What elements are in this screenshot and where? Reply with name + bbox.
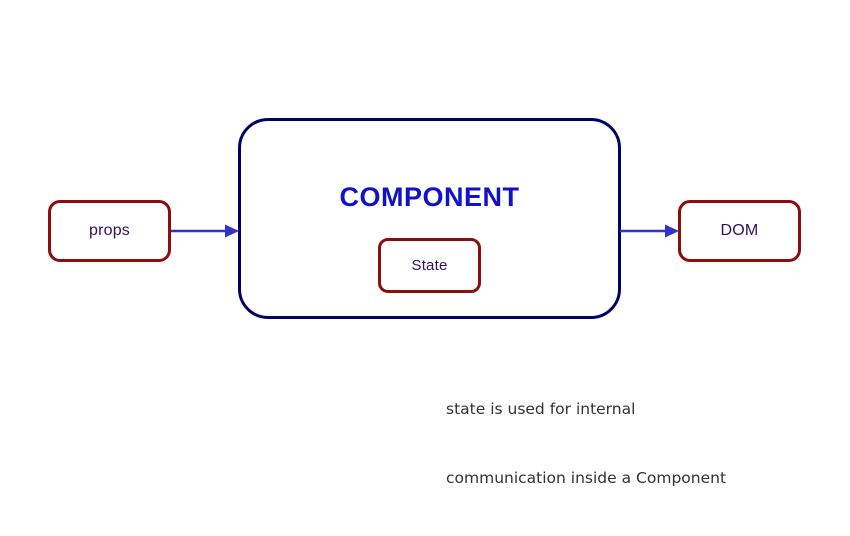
node-state[interactable]: State (378, 238, 481, 293)
diagram-caption: state is used for internal communication… (446, 352, 726, 536)
node-props-label: props (88, 222, 131, 239)
arrow-component-to-dom-icon (620, 224, 679, 238)
node-dom[interactable]: DOM (678, 200, 801, 262)
arrow-props-to-component-icon (171, 224, 239, 238)
node-props[interactable]: props (48, 200, 171, 262)
node-dom-label: DOM (720, 222, 759, 239)
diagram-canvas: props COMPONENT State DOM state is used … (48, 118, 801, 487)
node-state-label: State (411, 257, 448, 274)
caption-line-2: communication inside a Component (446, 469, 727, 487)
component-container[interactable] (238, 118, 621, 319)
component-title: COMPONENT (339, 182, 520, 212)
caption-line-1: state is used for internal (446, 400, 636, 418)
